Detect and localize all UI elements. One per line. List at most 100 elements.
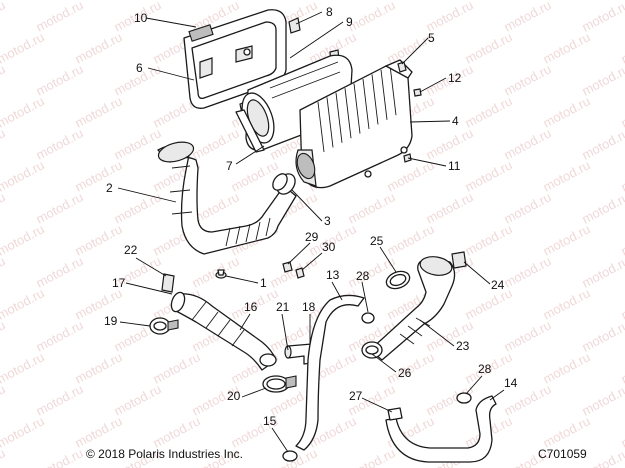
callout-20: 20	[227, 389, 241, 403]
air-filter-part-9	[235, 54, 353, 153]
callout-6: 6	[136, 61, 143, 75]
leader-line-19	[119, 321, 151, 327]
watermark-text: motod.ru	[501, 253, 553, 290]
airbox-rib	[344, 88, 352, 139]
clamp-part-24	[451, 251, 467, 269]
callout-28b: 28	[478, 362, 492, 376]
watermark-text: motod.ru	[0, 157, 47, 194]
watermark-text: motod.ru	[501, 61, 553, 98]
watermark-text: motod.ru	[501, 125, 553, 162]
leader-line-15	[271, 427, 289, 453]
airbox-hardware	[397, 61, 422, 163]
watermark-text: motod.ru	[0, 413, 47, 450]
watermark-text: motod.ru	[540, 157, 592, 194]
fasteners-part-29-30	[282, 261, 305, 279]
leader-line-27	[361, 397, 393, 413]
watermark-text: motod.ru	[189, 125, 241, 162]
watermark-text: motod.ru	[579, 125, 625, 162]
clamp-part-26	[361, 341, 383, 359]
watermark-text: motod.ru	[345, 189, 397, 226]
watermark-text: motod.ru	[72, 413, 124, 450]
watermark-text: motod.ru	[0, 445, 8, 468]
leader-line-30	[301, 252, 323, 271]
watermark-text: motod.ru	[462, 93, 514, 130]
watermark-text: motod.ru	[345, 0, 397, 35]
watermark-text: motod.ru	[189, 253, 241, 290]
leader-line-13	[331, 281, 343, 301]
watermark-text: motod.ru	[0, 381, 8, 418]
watermark-text: motod.ru	[33, 445, 85, 468]
leader-line-12	[419, 77, 447, 93]
leader-line-28b	[465, 375, 483, 395]
duct-clamp-part-3	[272, 173, 296, 195]
watermark-text: motod.ru	[540, 221, 592, 258]
leader-line-2	[117, 187, 177, 203]
leader-line-22	[135, 257, 167, 277]
callout-15: 15	[263, 414, 277, 428]
watermark-text: motod.ru	[72, 29, 124, 66]
watermark-text: motod.ru	[540, 413, 592, 450]
leader-line-14	[489, 389, 505, 401]
leader-line-7	[235, 145, 265, 165]
callout-16: 16	[244, 300, 258, 314]
leader-line-11	[407, 157, 447, 167]
watermark-text: motod.ru	[462, 29, 514, 66]
hose-part-13	[295, 294, 365, 451]
callout-21: 21	[276, 300, 290, 314]
fastener-part-11	[403, 153, 412, 163]
watermark-text: motod.ru	[423, 125, 475, 162]
watermark-text: motod.ru	[540, 29, 592, 66]
airbox-rib	[317, 101, 325, 153]
leader-line-25	[379, 246, 397, 273]
hose-part-14	[385, 395, 497, 463]
airbox-rib	[380, 69, 388, 120]
callout-28a: 28	[356, 269, 370, 283]
watermark-text: motod.ru	[0, 253, 8, 290]
airbox-rib	[389, 65, 397, 116]
watermark-text: motod.ru	[72, 157, 124, 194]
leader-line-5	[401, 37, 429, 65]
watermark-text: motod.ru	[33, 317, 85, 354]
watermark-text: motod.ru	[462, 221, 514, 258]
grommet-part-1	[215, 269, 227, 279]
watermark-text: motod.ru	[579, 253, 625, 290]
fastener-part-12	[413, 88, 422, 97]
watermark-text: motod.ru	[33, 61, 85, 98]
watermark-text: motod.ru	[462, 285, 514, 322]
airbox-rib	[362, 78, 370, 130]
clamp-part-15	[282, 450, 298, 462]
watermark-text: motod.ru	[111, 189, 163, 226]
leader-line-4	[409, 120, 451, 123]
callout-9: 9	[346, 15, 353, 29]
callout-1: 1	[260, 276, 267, 290]
callout-19: 19	[104, 314, 118, 328]
watermark-text: motod.ru	[540, 349, 592, 386]
callout-27: 27	[349, 389, 363, 403]
callout-23: 23	[456, 339, 470, 353]
airbox-rib	[371, 74, 379, 125]
clamp-part-25	[385, 270, 411, 290]
watermark-text: motod.ru	[0, 189, 8, 226]
callout-4: 4	[452, 114, 459, 128]
watermark-text: motod.ru	[579, 61, 625, 98]
watermark-text: motod.ru	[0, 0, 47, 3]
watermark-text: motod.ru	[33, 189, 85, 226]
intake-hose-part-16	[173, 293, 277, 371]
intake-duct-part-23	[369, 256, 456, 361]
watermark-text: motod.ru	[72, 93, 124, 130]
leader-line-28a	[361, 281, 369, 313]
clamp-part-28a	[361, 312, 375, 324]
leader-line-1	[225, 275, 259, 284]
watermark-text: motod.ru	[0, 61, 8, 98]
leader-line-26	[371, 353, 397, 373]
callout-30: 30	[322, 240, 336, 254]
watermark-text: motod.ru	[0, 285, 47, 322]
callout-5: 5	[428, 31, 435, 45]
callout-26: 26	[398, 366, 412, 380]
watermark-text: motod.ru	[33, 125, 85, 162]
leader-line-8	[295, 11, 323, 25]
watermark-text: motod.ru	[579, 189, 625, 226]
leader-line-16	[239, 313, 251, 331]
watermark-text: motod.ru	[384, 221, 436, 258]
